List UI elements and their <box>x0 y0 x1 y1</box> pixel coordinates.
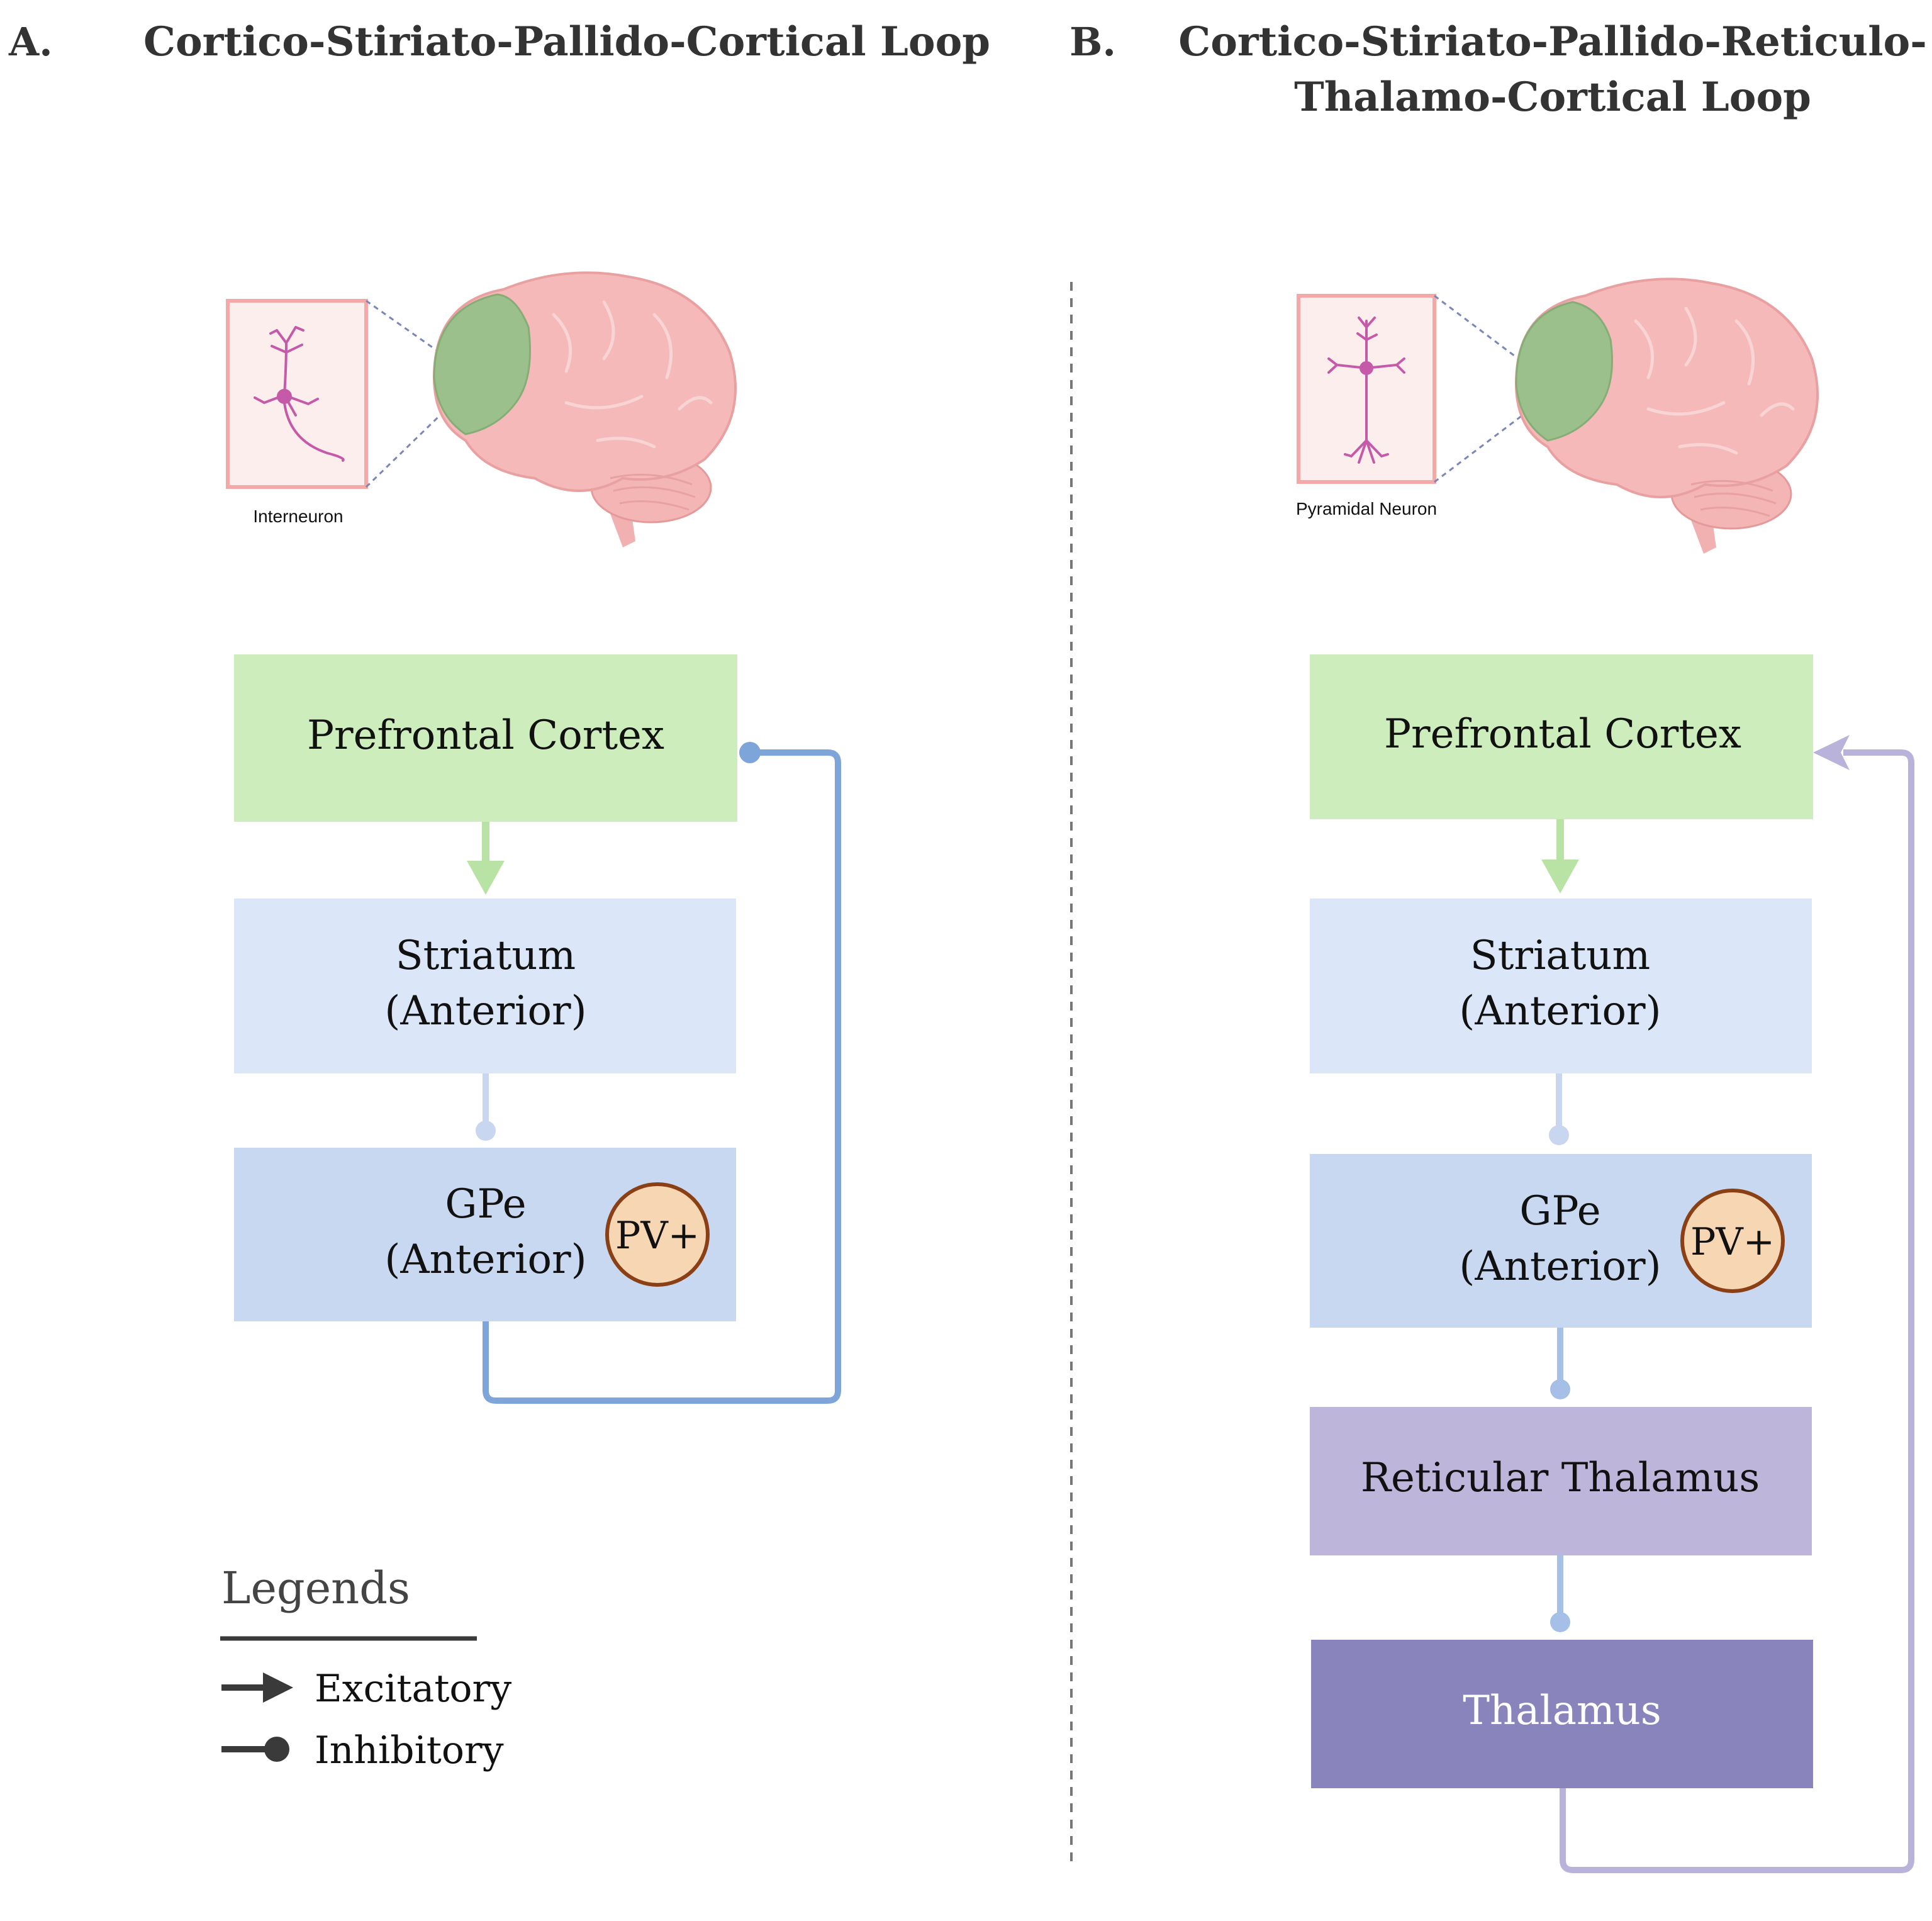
pv-marker-a <box>605 1182 710 1287</box>
legend-title: Legends <box>221 1562 410 1614</box>
interneuron-inset: Interneuron <box>226 299 454 526</box>
brain-illustration-b <box>1514 277 1819 554</box>
zoom-line-bottom-b <box>1434 414 1523 483</box>
inhibitory-terminal-b2 <box>1550 1379 1570 1399</box>
panel-a-title: Cortico-Stiriato-Pallido-Cortical Loop <box>143 18 990 65</box>
interneuron-icon <box>254 326 345 462</box>
excitatory-arrow-b-head <box>1541 860 1579 893</box>
thalamus-box <box>1311 1640 1813 1788</box>
prefrontal-cortex-box-b <box>1310 654 1813 819</box>
legend-inhibitory-label: Inhibitory <box>315 1728 504 1773</box>
inset-frame <box>226 299 368 489</box>
panel-b: B. Cortico-Stiriato-Pallido-Reticulo- Th… <box>1069 18 1927 1873</box>
pyramidal-neuron-label: Pyramidal Neuron <box>1296 499 1437 518</box>
inhibitory-terminal-a <box>476 1121 496 1141</box>
brain-illustration-a <box>432 271 737 547</box>
legend-inhibitory-terminal <box>264 1737 289 1762</box>
interneuron-label: Interneuron <box>253 507 343 526</box>
striatum-box-b <box>1310 899 1812 1073</box>
panel-a-letter: A. <box>8 19 53 65</box>
prefrontal-cortex-box-a <box>234 654 737 822</box>
pyramidal-neuron-inset: Pyramidal Neuron <box>1296 294 1523 518</box>
zoom-line-bottom <box>365 401 454 488</box>
legend-excitatory-label: Excitatory <box>315 1667 511 1711</box>
panel-b-title-line1: Cortico-Stiriato-Pallido-Reticulo- <box>1178 18 1927 65</box>
legend-excitatory-head <box>263 1672 293 1703</box>
prefrontal-cortex-label-b: Prefrontal Cortex <box>1384 711 1741 758</box>
striatum-sublabel-a: (Anterior) <box>384 988 586 1034</box>
panel-a: A. Cortico-Stiriato-Pallido-Cortical Loo… <box>8 18 990 1404</box>
gpe-label-a: GPe <box>445 1181 526 1228</box>
gpe-sublabel-a: (Anterior) <box>384 1236 586 1283</box>
pv-label-a: PV+ <box>615 1214 700 1258</box>
prefrontal-cortex-label-a: Prefrontal Cortex <box>307 712 664 759</box>
excitatory-arrow-a-head <box>467 861 505 895</box>
panel-b-title-line2: Thalamo-Cortical Loop <box>1294 74 1811 121</box>
thalamus-label: Thalamus <box>1463 1688 1661 1734</box>
inhibitory-terminal-b1 <box>1549 1125 1569 1145</box>
striatum-sublabel-b: (Anterior) <box>1459 988 1661 1034</box>
gpe-sublabel-b: (Anterior) <box>1459 1243 1661 1290</box>
zoom-line-top-b <box>1434 294 1523 363</box>
panel-b-letter: B. <box>1069 19 1116 65</box>
pv-marker-b <box>1680 1189 1785 1293</box>
feedback-loop-b <box>1560 749 1914 1873</box>
pyramidal-neuron-icon <box>1327 316 1405 464</box>
feedback-terminal-a <box>739 742 761 763</box>
feedback-loop-a <box>483 749 841 1404</box>
inhibitory-terminal-b3 <box>1550 1612 1570 1632</box>
striatum-box-a <box>234 899 736 1073</box>
legend: Legends Excitatory Inhibitory <box>220 1562 511 1773</box>
gpe-label-b: GPe <box>1519 1188 1600 1235</box>
pv-label-b: PV+ <box>1690 1220 1775 1264</box>
striatum-label-b: Striatum <box>1470 932 1650 979</box>
reticular-thalamus-box <box>1310 1407 1812 1555</box>
feedback-arrowhead-b <box>1813 735 1850 770</box>
striatum-label-a: Striatum <box>396 932 576 979</box>
reticular-thalamus-label: Reticular Thalamus <box>1361 1455 1760 1501</box>
